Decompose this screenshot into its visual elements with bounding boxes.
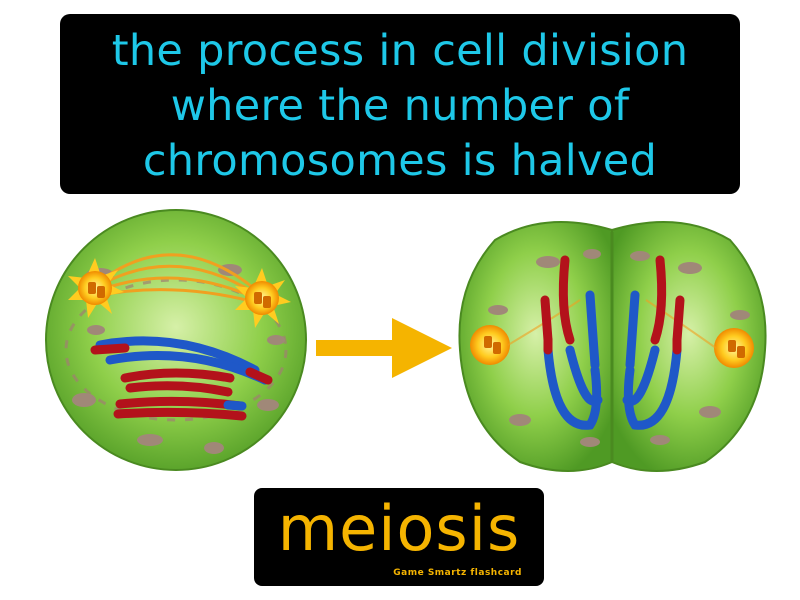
- term-title: meiosis: [277, 492, 521, 565]
- credit-label: Game Smartz flashcard: [393, 568, 522, 578]
- centrosome-left-icon: [470, 325, 510, 365]
- chromosomes-icon: [90, 336, 273, 421]
- definition-box: the process in cell division where the n…: [60, 14, 740, 194]
- definition-line-2: where the number of: [170, 81, 630, 131]
- cell-division-illustration: [458, 221, 767, 472]
- chromosomes-icon: [622, 255, 685, 430]
- arrow-right-icon: [316, 318, 452, 378]
- centrosome-left-icon: [68, 258, 124, 318]
- cell-metaphase-illustration: [45, 209, 307, 471]
- term-box: meiosis Game Smartz flashcard: [254, 488, 544, 586]
- centrosome-right-icon: [235, 268, 291, 328]
- meiosis-illustration: [45, 209, 767, 472]
- definition-line-1: the process in cell division: [111, 26, 689, 76]
- centrosome-right-icon: [714, 328, 754, 368]
- chromosomes-icon: [540, 255, 603, 430]
- definition-line-3: chromosomes is halved: [142, 136, 658, 186]
